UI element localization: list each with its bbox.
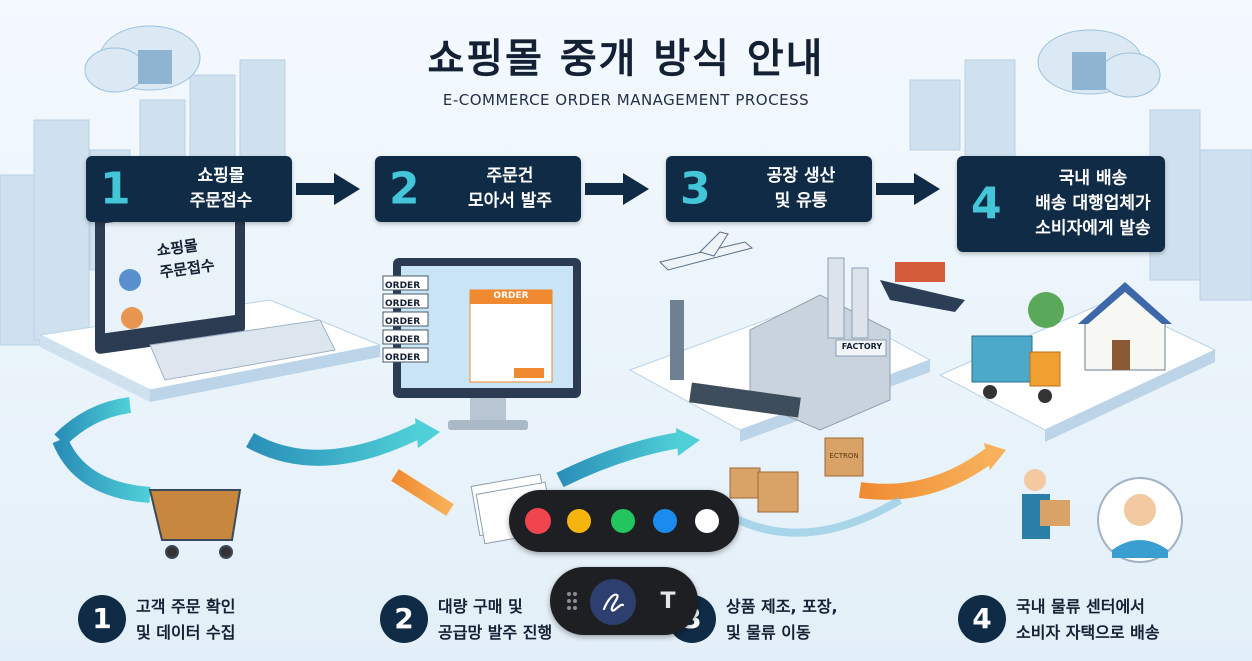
order-form-title: ORDER	[493, 291, 529, 301]
factory-illustration	[670, 257, 891, 431]
laptop-screen-text: 쇼핑몰 주문접수	[155, 232, 216, 283]
step-number: 4	[971, 178, 1002, 230]
step-label-line: 주문접수	[189, 191, 253, 211]
page-subtitle: E-COMMERCE ORDER MANAGEMENT PROCESS	[442, 91, 810, 109]
caption-line: 대량 구매 및	[438, 597, 523, 616]
caption-line: 국내 물류 센터에서	[1016, 597, 1145, 616]
order-slip-label: ORDER	[385, 353, 421, 363]
step-number: 1	[100, 163, 131, 215]
pen-scribble-icon	[602, 593, 625, 612]
order-slip-labels: ORDER ORDER ORDER ORDER ORDER	[385, 277, 420, 367]
step-label-line: 국내 배송	[1058, 168, 1128, 189]
color-swatch-green[interactable]	[611, 509, 635, 533]
caption-line: 및 물류 이동	[726, 623, 811, 642]
color-swatch-blue[interactable]	[653, 509, 677, 533]
step-label-line: 소비자에게 발송	[1035, 218, 1151, 239]
caption-number-badge: 1	[78, 595, 126, 643]
laptop-illustration	[95, 194, 336, 381]
order-slip-label: ORDER	[385, 281, 421, 291]
customer-avatar-bubble	[1097, 477, 1183, 563]
box-label: ECTRON	[829, 452, 859, 460]
step-3-label: 3 공장 생산 및 유통	[666, 156, 872, 222]
order-slip-label: ORDER	[385, 299, 421, 309]
caption-line: 공급망 발주 진행	[438, 623, 553, 642]
step-label-line: 배송 대행업체가	[1035, 193, 1151, 214]
page-title: 쇼핑몰 중개 방식 안내	[427, 36, 825, 82]
arrow-2-3-shaft	[585, 183, 625, 195]
caption-3: 3 상품 제조, 포장, 및 물류 이동	[668, 590, 878, 650]
text-tool-button[interactable]: T	[660, 589, 676, 614]
pen-tool-button[interactable]	[590, 579, 636, 625]
cloud-server-icon-right	[1037, 29, 1161, 98]
step-1-label: 1 쇼핑몰 주문접수	[86, 156, 292, 222]
step-number: 2	[389, 163, 420, 215]
shopping-cart-illustration	[148, 489, 242, 559]
caption-line: 및 데이터 수집	[136, 623, 236, 642]
step-label-line: 모아서 발주	[467, 191, 553, 211]
caption-number-badge: 2	[380, 595, 428, 643]
step-label-line: 공장 생산	[766, 166, 836, 186]
color-swatch-white[interactable]	[695, 509, 719, 533]
step-4-label: 4 국내 배송 배송 대행업체가 소비자에게 발송	[957, 156, 1165, 252]
color-palette	[509, 490, 739, 552]
delivery-truck-illustration	[971, 335, 1061, 403]
courier-illustration	[1022, 469, 1070, 539]
flow-arrows	[52, 397, 1006, 537]
order-slip-label: ORDER	[385, 317, 421, 327]
arrow-3-4-shaft	[876, 183, 916, 195]
cardboard-boxes	[729, 437, 864, 513]
step-label-line: 쇼핑몰	[197, 166, 245, 186]
step-label-line: 및 유통	[774, 191, 828, 211]
color-swatch-red[interactable]	[525, 508, 551, 534]
caption-2: 2 대량 구매 및 공급망 발주 진행	[380, 590, 580, 650]
house-illustration	[1028, 282, 1172, 371]
arrow-2-3-head	[623, 173, 649, 205]
step-label-line: 주문건	[486, 166, 534, 186]
caption-line: 소비자 자택으로 배송	[1016, 623, 1160, 642]
arrow-1-2-shaft	[296, 183, 336, 195]
step-number: 3	[680, 163, 711, 215]
arrow-1-2-head	[334, 173, 360, 205]
factory-sign: FACTORY	[841, 342, 883, 351]
color-swatch-yellow[interactable]	[567, 509, 591, 533]
annotation-toolbar: T	[550, 567, 698, 635]
caption-4: 4 국내 물류 센터에서 소비자 자택으로 배송	[958, 590, 1208, 650]
order-slips	[382, 275, 429, 363]
caption-line: 고객 주문 확인	[136, 597, 236, 616]
step-2-label: 2 주문건 모아서 발주	[375, 156, 581, 222]
drag-handle-icon[interactable]	[566, 591, 578, 611]
airplane-illustration	[659, 231, 754, 271]
caption-number-badge: 4	[958, 595, 1006, 643]
order-slip-label: ORDER	[385, 335, 421, 345]
monitor-illustration	[393, 258, 581, 430]
caption-1: 1 고객 주문 확인 및 데이터 수집	[78, 590, 278, 650]
cloud-server-icon-left	[84, 25, 201, 93]
arrow-3-4-head	[914, 173, 940, 205]
caption-line: 상품 제조, 포장,	[726, 597, 838, 616]
cargo-ship-illustration	[880, 262, 965, 312]
